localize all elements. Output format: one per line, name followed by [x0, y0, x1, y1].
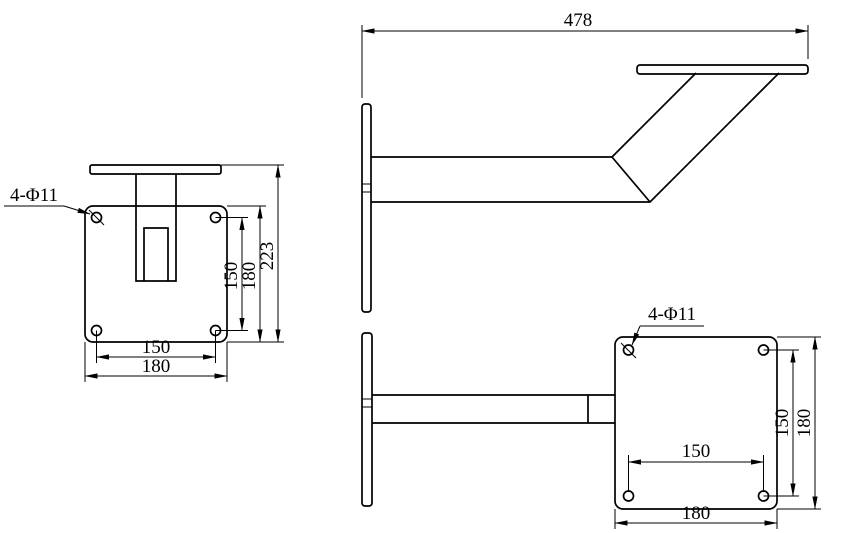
side-arm-bend-line	[611, 156, 651, 203]
front-hole-slash-mark	[88, 209, 105, 226]
top-hole-bottom-left	[622, 490, 635, 502]
front-hole-top-left	[90, 211, 103, 224]
top-dim-plate-width: 180	[682, 503, 711, 524]
front-dim-overall-height: 223	[257, 242, 278, 271]
front-mount-plate	[84, 205, 228, 343]
front-hole-callout-label: 4-Φ11	[10, 185, 58, 206]
top-hole-top-left	[622, 344, 635, 356]
top-dim-hole-spacing-vertical: 150	[772, 409, 793, 438]
front-dim-hole-spacing-vertical: 150	[221, 262, 242, 291]
front-hole-callout-leader	[63, 205, 91, 215]
top-dim-plate-height: 180	[794, 409, 815, 438]
front-top-flange	[89, 164, 222, 175]
top-hole-callout-label: 4-Φ11	[648, 304, 696, 325]
side-top-plate	[636, 64, 809, 75]
top-mount-plate	[614, 336, 778, 510]
top-wall-plate	[361, 332, 373, 507]
top-hole-slash-mark	[620, 342, 637, 359]
top-dim-hole-spacing-horizontal: 150	[682, 441, 711, 462]
front-dim-plate-height: 180	[239, 262, 260, 291]
side-dim-overall-reach: 478	[564, 10, 593, 31]
side-arm-top-edge	[371, 72, 697, 158]
front-view: 4-Φ11 150 180 223 150 180	[4, 164, 284, 382]
front-column	[135, 174, 177, 282]
front-dim-hole-spacing-horizontal: 150	[142, 337, 171, 358]
side-arm-bottom-edge	[371, 72, 780, 203]
front-dim-plate-width: 180	[142, 356, 171, 377]
top-hole-callout-leader	[631, 325, 641, 346]
side-view: 478	[361, 10, 809, 313]
top-view: 4-Φ11 150 180 150 180	[361, 304, 821, 529]
side-wall-plate	[361, 103, 372, 313]
